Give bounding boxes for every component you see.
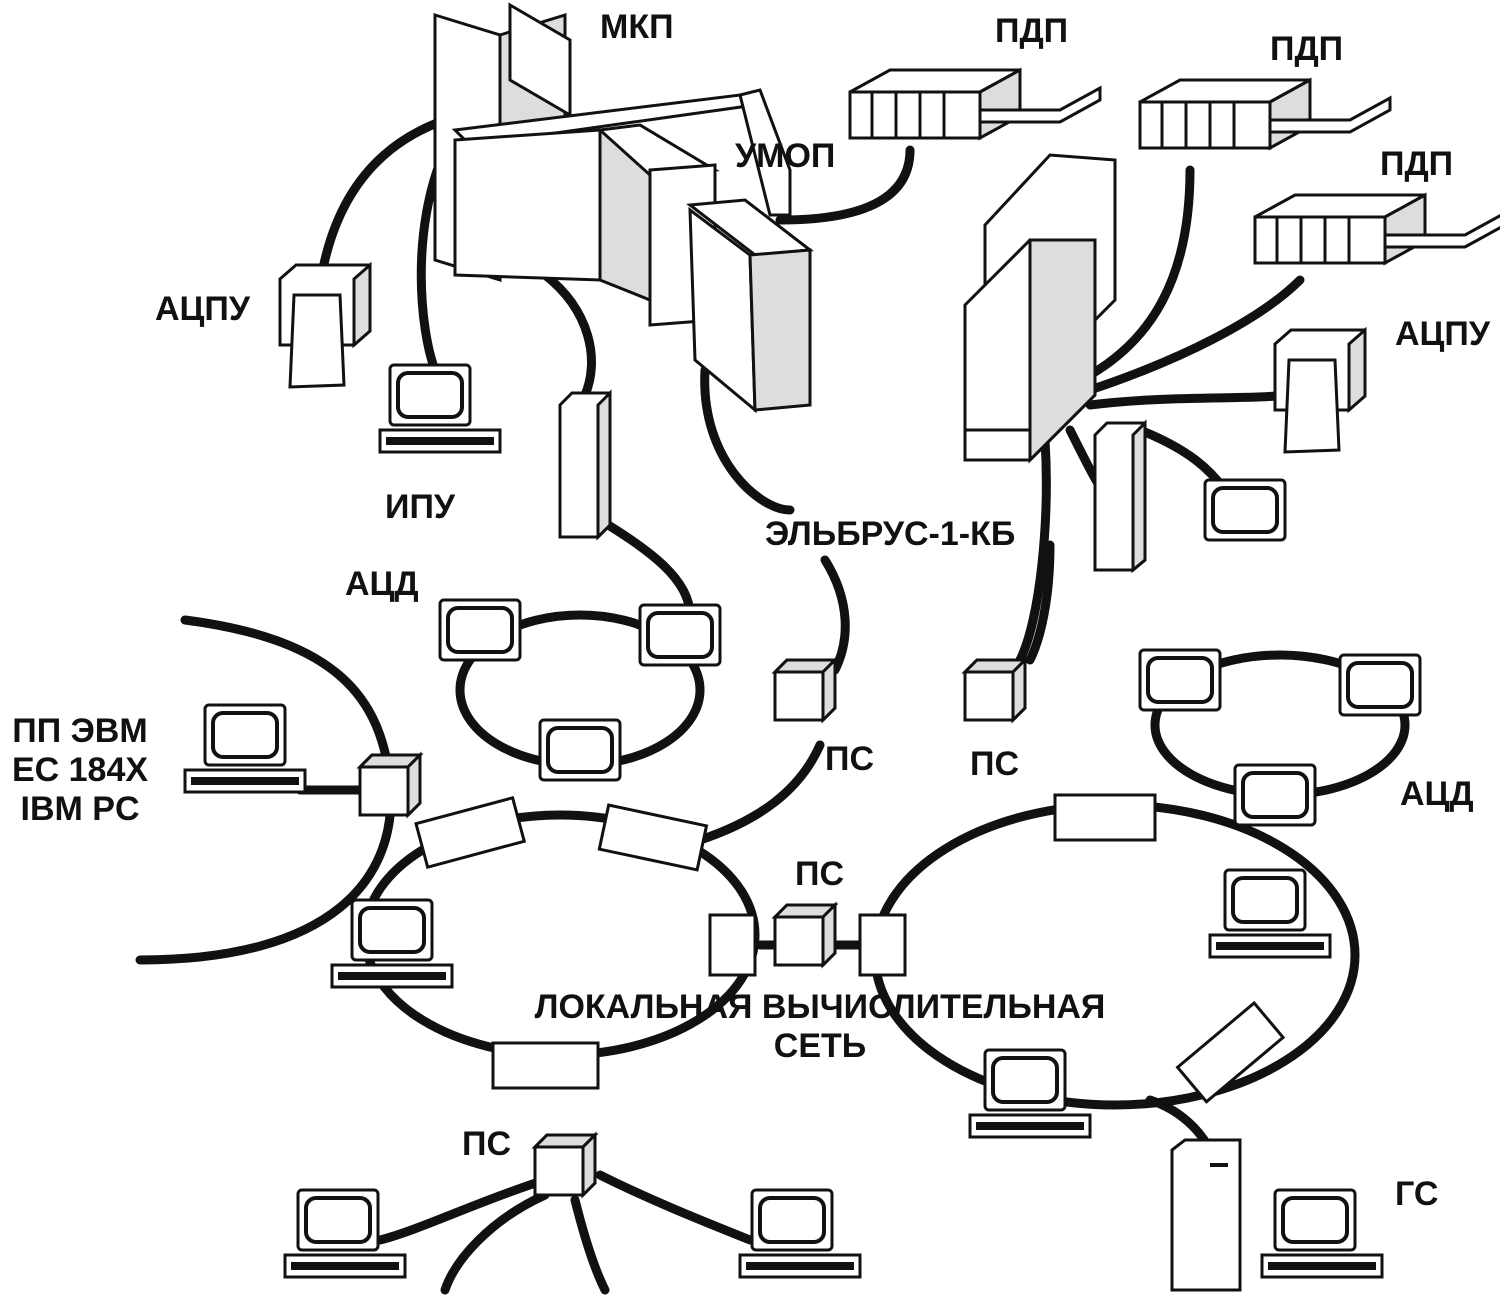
pc-workstation-bus <box>183 703 307 794</box>
atsd-display-1 <box>438 598 522 662</box>
ps-node-center <box>773 903 837 967</box>
label-atspu-right: АЦПУ <box>1395 315 1490 353</box>
pdp-unit-2 <box>1138 78 1392 150</box>
atsd-display-3 <box>538 718 622 782</box>
ps-node-bus <box>358 753 422 817</box>
atsd-display-5 <box>1338 653 1422 717</box>
elbrus-mainframe <box>963 153 1117 464</box>
bottom-workstation-right <box>738 1188 862 1279</box>
ps-node-1 <box>773 658 837 722</box>
label-ps-1: ПС <box>825 740 874 778</box>
label-atsd-right: АЦД <box>1400 775 1474 813</box>
pdp-unit-1 <box>848 68 1102 140</box>
ipu-terminal <box>378 363 502 454</box>
gs-workstation <box>1260 1188 1384 1279</box>
label-atsd-left: АЦД <box>345 565 419 603</box>
label-pc-line3: IBM PC <box>20 790 140 829</box>
label-pc-line1: ПП ЭВМ <box>12 712 148 750</box>
atsd-display-6 <box>1233 763 1317 827</box>
lan-workstation-right-1 <box>1208 868 1332 959</box>
label-ps-bottom: ПС <box>462 1125 511 1163</box>
ps-node-2 <box>963 658 1027 722</box>
label-lan: ЛОКАЛЬНАЯ ВЫЧИСЛИТЕЛЬНАЯ СЕТЬ <box>500 988 1140 1066</box>
label-pdp-3: ПДП <box>1380 145 1454 183</box>
label-umop: УМОП <box>735 137 836 175</box>
mkp-mainframe <box>433 2 814 414</box>
right-lan-adapters <box>1053 793 1286 1104</box>
atsd-display-2 <box>638 603 722 667</box>
printer-left <box>278 263 372 389</box>
label-ps-center: ПС <box>795 855 844 893</box>
label-pdp-2: ПДП <box>1270 30 1344 68</box>
pdp-unit-3 <box>1253 193 1500 265</box>
label-pdp-1: ПДП <box>995 12 1069 50</box>
label-ps-2: ПС <box>970 745 1019 783</box>
tower-unit-right <box>1093 419 1147 574</box>
label-ipu: ИПУ <box>385 488 456 526</box>
label-pc-line2: ЕС 184Х <box>11 751 149 790</box>
gs-server-tower <box>1170 1138 1242 1292</box>
label-lan-line2: СЕТЬ <box>773 1027 867 1066</box>
printer-right <box>1273 328 1367 454</box>
label-pc-group: ПП ЭВМ ЕС 184Х IBM PC <box>0 712 160 829</box>
label-elbrus: ЭЛЬБРУС-1-КБ <box>765 515 1016 553</box>
atsd-display-4 <box>1138 648 1222 712</box>
lan-workstation-left <box>330 898 454 989</box>
label-gs: ГС <box>1395 1175 1439 1213</box>
tower-unit-left <box>558 389 612 541</box>
label-lan-line1: ЛОКАЛЬНАЯ ВЫЧИСЛИТЕЛЬНАЯ <box>534 988 1106 1026</box>
label-mkp: МКП <box>600 8 674 46</box>
terminal-elbrus <box>1203 478 1287 542</box>
ps-node-bottom <box>533 1133 597 1197</box>
left-lan-adapters <box>414 795 907 1090</box>
label-atspu-left: АЦПУ <box>155 290 250 328</box>
